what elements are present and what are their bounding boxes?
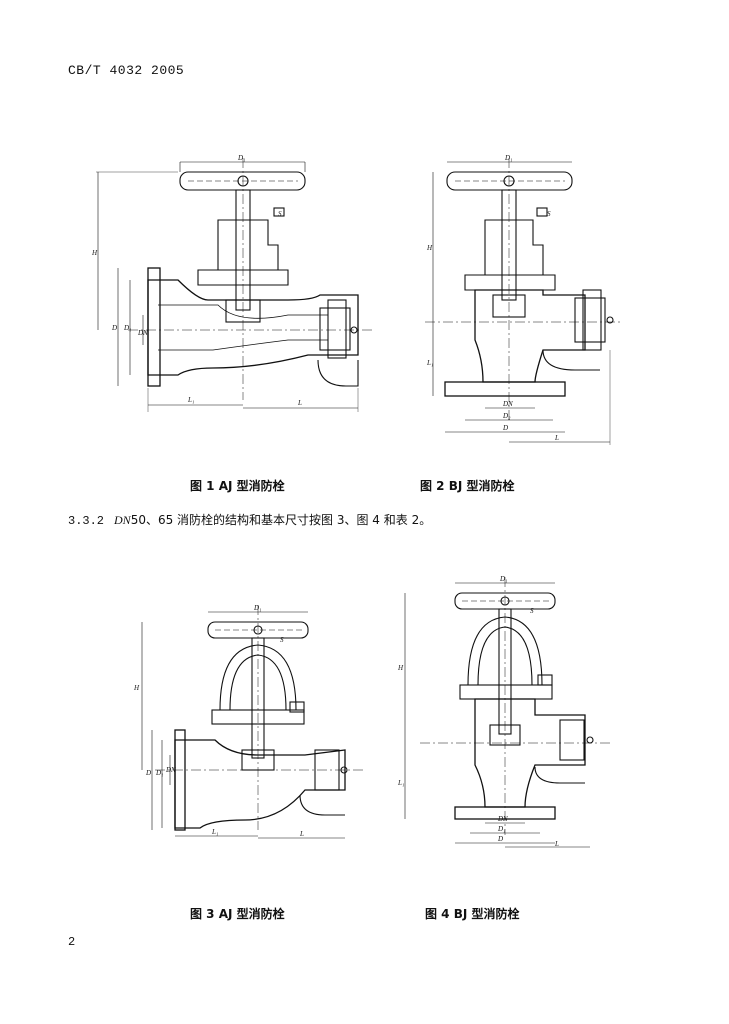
clause-number: 3.3.2	[68, 514, 105, 528]
svg-text:D₁: D₁	[504, 154, 513, 162]
svg-text:D₁: D₁	[237, 154, 246, 162]
figure-2-svg: D₁ S H L₁ DN D₂ D L	[425, 154, 620, 445]
svg-text:DN: DN	[165, 766, 176, 774]
svg-text:H: H	[426, 244, 433, 252]
svg-text:S: S	[530, 607, 534, 615]
figure-4-drawing: D₁ S H L₁ DN D₁ D L	[390, 575, 615, 850]
figure-2-drawing: D₁ S H L₁ DN D₂ D L	[425, 150, 625, 445]
svg-text:S: S	[280, 636, 284, 644]
svg-text:L₁: L₁	[187, 396, 194, 404]
svg-text:L: L	[554, 434, 559, 442]
svg-text:D₁: D₁	[497, 825, 506, 833]
svg-text:L: L	[299, 830, 304, 838]
svg-text:L₁: L₁	[397, 779, 404, 787]
svg-text:S: S	[547, 210, 551, 218]
svg-text:L: L	[554, 840, 559, 848]
clause-text: 50、65 消防栓的结构和基本尺寸按图 3、图 4 和表 2。	[130, 513, 432, 527]
svg-text:H: H	[133, 684, 140, 692]
svg-text:D₁: D₁	[123, 324, 132, 332]
figure-3-caption: 图 3 AJ 型消防栓	[190, 907, 285, 921]
svg-text:D₁: D₁	[499, 575, 508, 583]
figure-3-svg: D₁ S H D D₁ DN L₁ L	[133, 604, 365, 839]
svg-text:D₂: D₂	[502, 412, 511, 420]
svg-text:DN: DN	[502, 400, 513, 408]
svg-text:D₁: D₁	[155, 769, 164, 777]
figure-4-caption: 图 4 BJ 型消防栓	[425, 907, 520, 921]
svg-text:L₁: L₁	[426, 359, 433, 367]
svg-text:D: D	[502, 424, 508, 432]
page-number: 2	[68, 935, 76, 949]
svg-text:DN: DN	[137, 329, 148, 337]
svg-text:D: D	[145, 769, 151, 777]
svg-text:S: S	[278, 210, 282, 218]
figure-1-drawing: D₁ S H D D₁ DN L₁ L	[88, 150, 378, 425]
figure-3-drawing: D₁ S H D D₁ DN L₁ L	[130, 590, 370, 850]
figure-4-svg: D₁ S H L₁ DN D₁ D L	[397, 575, 610, 848]
svg-text:DN: DN	[497, 815, 508, 823]
clause-dn: DN	[114, 513, 131, 527]
figure-1-svg: D₁ S H D D₁ DN L₁ L	[91, 154, 373, 412]
svg-text:D: D	[111, 324, 117, 332]
clause-3-3-2: 3.3.2 DN50、65 消防栓的结构和基本尺寸按图 3、图 4 和表 2。	[68, 511, 431, 528]
svg-text:D₁: D₁	[253, 604, 262, 612]
svg-text:D: D	[497, 835, 503, 843]
svg-text:L₁: L₁	[211, 828, 218, 836]
page-header-standard: CB/T 4032 2005	[68, 63, 185, 78]
svg-text:H: H	[91, 249, 98, 257]
svg-text:H: H	[397, 664, 404, 672]
figure-1-caption: 图 1 AJ 型消防栓	[190, 479, 285, 493]
figure-2-caption: 图 2 BJ 型消防栓	[420, 479, 515, 493]
svg-text:L: L	[297, 399, 302, 407]
